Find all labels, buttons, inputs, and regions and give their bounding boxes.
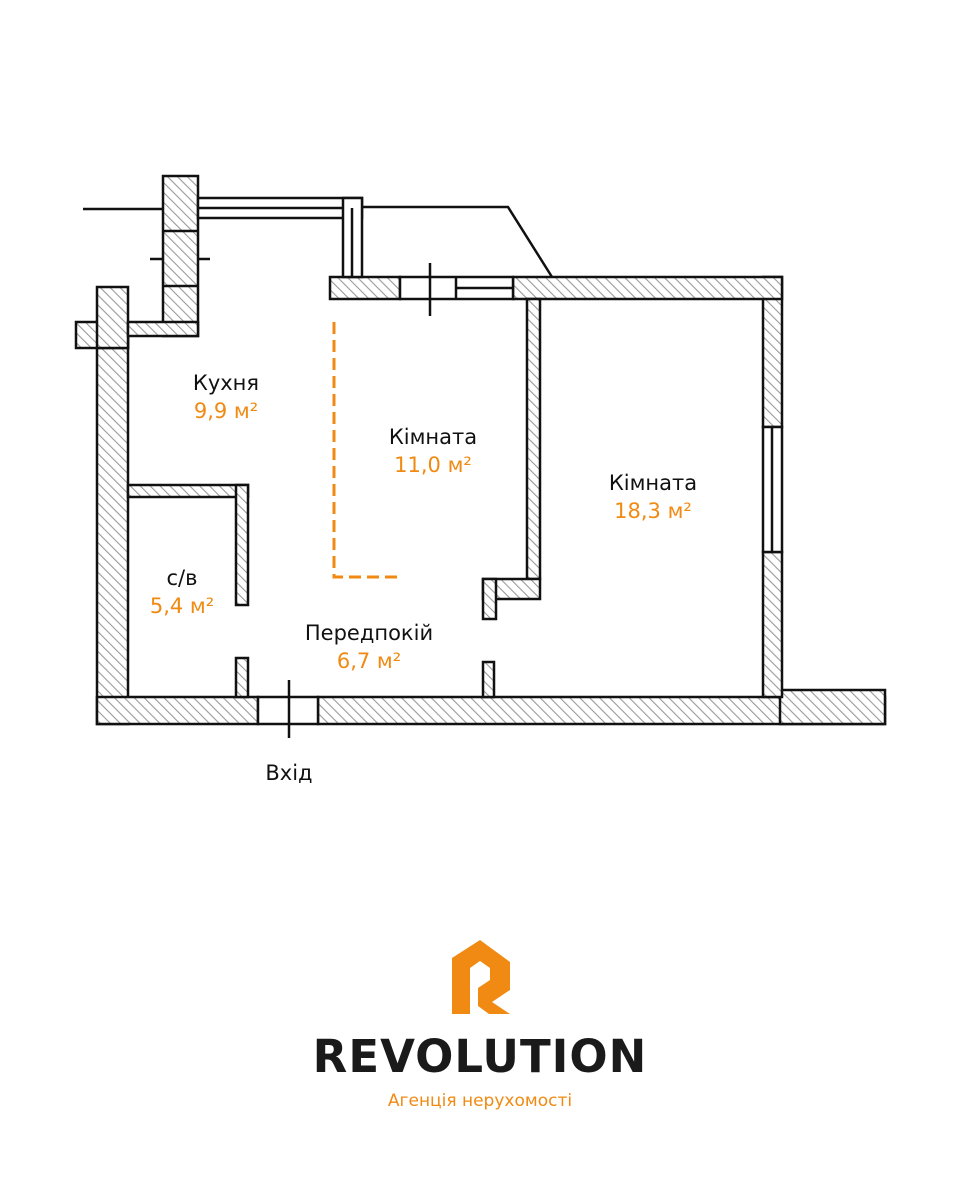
room-label-room-large: Кімната 18,3 м² — [609, 471, 697, 523]
entrance-label: Вхід — [265, 761, 312, 785]
room-label-bathroom: с/в 5,4 м² — [150, 566, 214, 618]
room-name: Кімната — [609, 471, 697, 495]
room-label-room-middle: Кімната 11,0 м² — [389, 425, 477, 477]
room-name: с/в — [167, 566, 198, 590]
brand-name: REVOLUTION — [313, 1030, 648, 1083]
walls — [74, 174, 887, 726]
room-name: Передпокій — [305, 621, 433, 645]
room-area: 9,9 м² — [194, 399, 258, 423]
room-area: 18,3 м² — [614, 499, 692, 523]
room-label-hallway: Передпокій 6,7 м² — [305, 621, 433, 673]
dashed-partition — [332, 322, 402, 579]
room-area: 6,7 м² — [337, 649, 401, 673]
house-logo-icon — [452, 940, 510, 1014]
windows — [196, 196, 784, 738]
room-area: 11,0 м² — [394, 453, 472, 477]
room-area: 5,4 м² — [150, 594, 214, 618]
brand-tagline: Агенція нерухомості — [388, 1091, 572, 1111]
room-name: Кухня — [193, 371, 259, 395]
room-label-kitchen: Кухня 9,9 м² — [193, 371, 259, 423]
room-name: Кімната — [389, 425, 477, 449]
